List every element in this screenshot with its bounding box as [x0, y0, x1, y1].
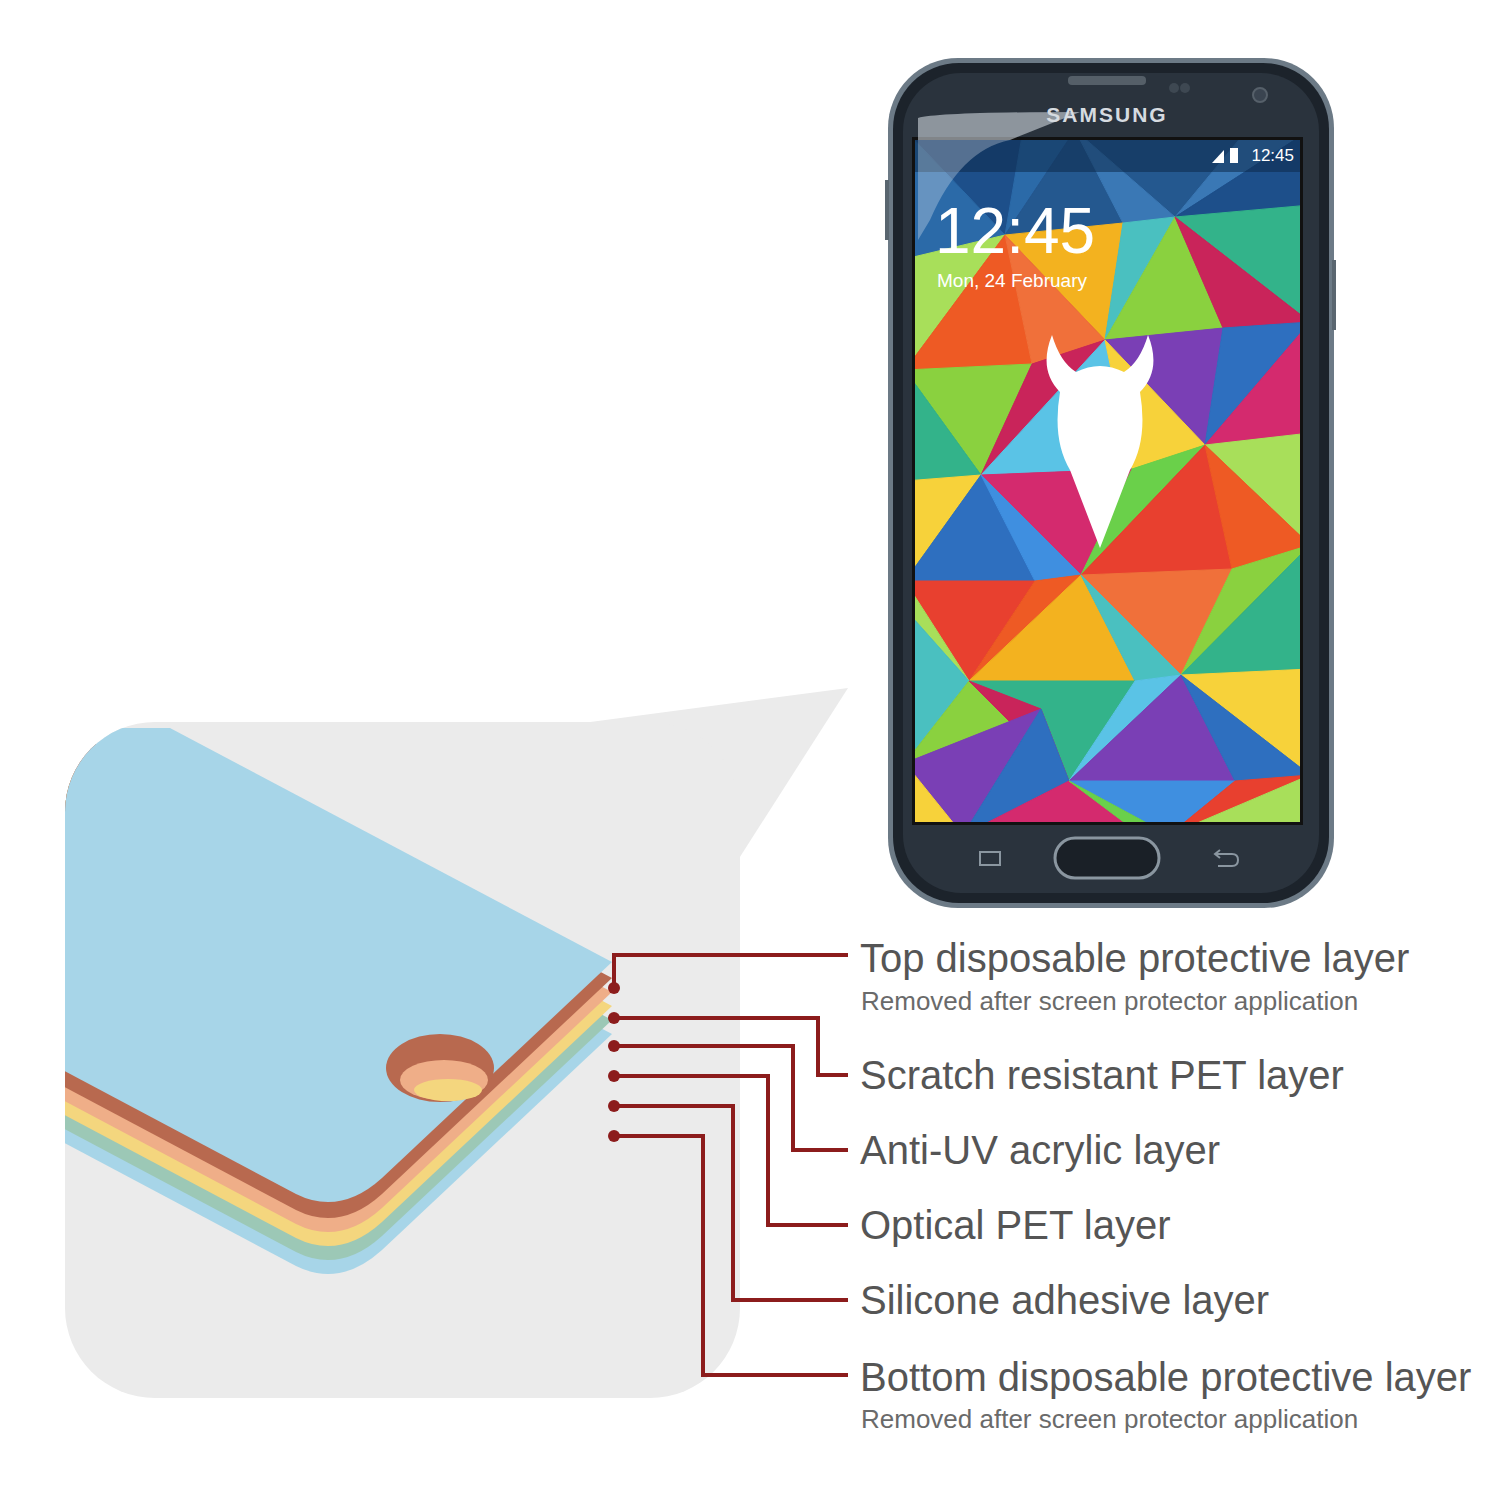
leader-lines [614, 955, 848, 1375]
wallpaper-facet [915, 370, 981, 481]
battery-icon [1230, 148, 1238, 163]
wallpaper-facet [1175, 217, 1300, 328]
wallpaper-facet [1069, 781, 1169, 822]
clock-date: Mon, 24 February [937, 270, 1087, 292]
phone [885, 58, 1336, 908]
wallpaper-facet [1181, 675, 1300, 781]
wallpaper-facet [915, 763, 963, 822]
status-time: 12:45 [1251, 146, 1294, 166]
brand-logo: SAMSUNG [1046, 103, 1167, 127]
layer-label: Scratch resistant PET layer [860, 1052, 1344, 1098]
wallpaper-facet [1181, 545, 1300, 675]
wallpaper-facet [981, 475, 1081, 581]
layer-label: Optical PET layer [860, 1202, 1171, 1248]
wallpaper-facet [1205, 445, 1300, 569]
signal-icon [1212, 150, 1224, 163]
layer-label: Anti-UV acrylic layer [860, 1127, 1220, 1173]
leader-dots [608, 982, 620, 1142]
layer-note: Removed after screen protector applicati… [861, 987, 1358, 1017]
wallpaper-facet [1169, 775, 1300, 822]
layer-stack [65, 728, 612, 1274]
layer-label: Silicone adhesive layer [860, 1277, 1269, 1323]
wallpaper-facet [1205, 322, 1300, 445]
layer-label: Bottom disposable protective layer [860, 1354, 1471, 1400]
layer-label: Top disposable protective layer [860, 935, 1409, 981]
wallpaper-facet [1081, 575, 1181, 681]
wallpaper-facet [1181, 545, 1300, 675]
clock-time: 12:45 [935, 195, 1095, 269]
layer-note: Removed after screen protector applicati… [861, 1405, 1358, 1435]
wallpaper-facet [1169, 775, 1300, 822]
wallpaper-facet [1205, 322, 1300, 445]
